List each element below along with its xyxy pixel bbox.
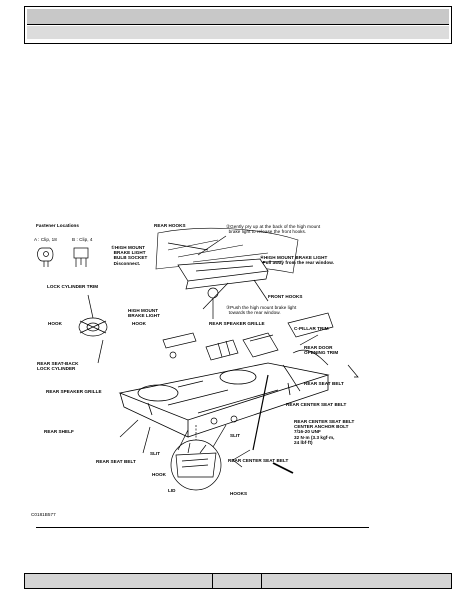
footer-cell-divider-2 bbox=[261, 574, 262, 588]
rear-center-belt-label-b: REAR CENTER SEAT BELT bbox=[228, 458, 289, 463]
rear-speaker-grille-label-b: REAR SPEAKER GRILLE bbox=[46, 389, 102, 394]
rear-seat-back-label: REAR SEAT-BACK LOCK CYLINDER bbox=[37, 361, 79, 372]
c-pillar-shape bbox=[287, 312, 334, 338]
diagram-drawing bbox=[37, 227, 359, 491]
header-title-bar bbox=[27, 9, 449, 25]
hooks-label: HOOKS bbox=[230, 491, 248, 496]
c-pillar-trim-label: C-PILLAR TRIM bbox=[294, 326, 329, 331]
rear-center-belt-label-a: REAR CENTER SEAT BELT bbox=[286, 402, 347, 407]
rear-speaker-grille-label-a: REAR SPEAKER GRILLE bbox=[209, 321, 265, 326]
center-belt-line bbox=[252, 374, 269, 451]
fastener-heading: Fastener Locations bbox=[36, 223, 80, 228]
clip-a-label: A : Clip, 18 bbox=[34, 237, 57, 242]
brake-light-label: HIGH MOUNT BRAKE LIGHT bbox=[128, 308, 160, 319]
rear-hooks-label: REAR HOOKS bbox=[154, 223, 186, 228]
step4-label: ④HIGH MOUNT BRAKE LIGHT Pull away from t… bbox=[260, 255, 334, 266]
page-header bbox=[24, 6, 452, 44]
bulb-socket-shape bbox=[207, 287, 219, 299]
rear-shelf-diagram: Fastener Locations A : Clip, 18 B : Clip… bbox=[28, 215, 373, 525]
lock-cylinder-trim-label: LOCK CYLINDER TRIM bbox=[47, 284, 99, 289]
footer-divider bbox=[36, 527, 369, 528]
rear-seat-belt-label-b: REAR SEAT BELT bbox=[96, 459, 136, 464]
step3-label: ③Push the high mount brake light towards… bbox=[226, 305, 297, 316]
anchor-bolt-label: REAR CENTER SEAT BELT CENTER ANCHOR BOLT… bbox=[294, 419, 355, 445]
footer-cell-divider bbox=[212, 574, 213, 588]
figure-code: C0181B577 bbox=[31, 512, 56, 517]
rear-shelf-label: REAR SHELF bbox=[44, 429, 74, 434]
brake-light-housing bbox=[177, 258, 269, 290]
step1-label: ①HIGH MOUNT BRAKE LIGHT BULB SOCKET Disc… bbox=[111, 245, 148, 266]
rear-seat-belt-label-a: REAR SEAT BELT bbox=[304, 381, 344, 386]
speaker-grille-b bbox=[242, 332, 279, 358]
slit-label-a: SLIT bbox=[230, 433, 241, 438]
hook-c-label: HOOK bbox=[152, 472, 166, 477]
lock-cylinder-detail bbox=[78, 294, 108, 364]
hook-b-label: HOOK bbox=[132, 321, 146, 326]
clip-icons bbox=[37, 247, 89, 267]
lid-label: LID bbox=[168, 488, 176, 493]
front-hooks-label: FRONT HOOKS bbox=[268, 294, 303, 299]
brake-light-small bbox=[162, 332, 197, 359]
rear-door-trim-label: REAR DOOR OPENING TRIM bbox=[304, 345, 339, 356]
rear-shelf-body bbox=[118, 362, 330, 438]
circle-b-marker bbox=[210, 417, 218, 425]
step2-label: ②Gently pry up at the back of the high m… bbox=[226, 224, 321, 235]
speaker-grille-a bbox=[205, 339, 239, 361]
page-footer bbox=[24, 573, 452, 589]
hook-a-label: HOOK bbox=[48, 321, 62, 326]
zoom-detail bbox=[170, 425, 222, 491]
clip-b-label: B : Clip, 4 bbox=[72, 237, 93, 242]
slit-label-b: SLIT bbox=[150, 451, 161, 456]
header-subtitle-bar bbox=[27, 26, 449, 39]
